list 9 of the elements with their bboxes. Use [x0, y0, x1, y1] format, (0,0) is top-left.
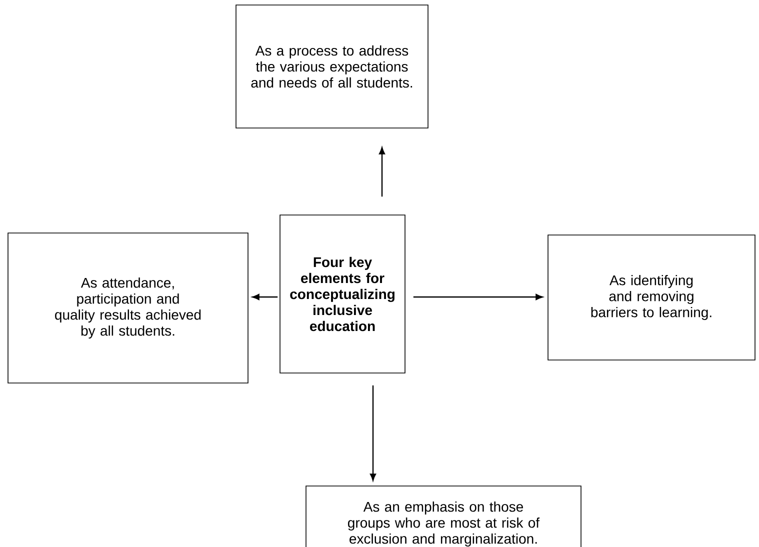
- arrow: [252, 294, 278, 300]
- arrow: [378, 147, 386, 197]
- arrow: [370, 385, 376, 481]
- text-box: As an emphasis on those groups who are most at risk of exclusion and marginalization.: [306, 486, 582, 547]
- text-box: As identifying and removing barriers to learning.: [548, 234, 756, 360]
- topic-box: Four key elements for conceptualizing inclusive education: [280, 214, 406, 374]
- arrow: [413, 294, 543, 300]
- text-box: As attendance, participation and quality results achieved by all students.: [8, 232, 248, 384]
- text-box: As a process to address the various expectations and needs of all students.: [236, 4, 428, 128]
